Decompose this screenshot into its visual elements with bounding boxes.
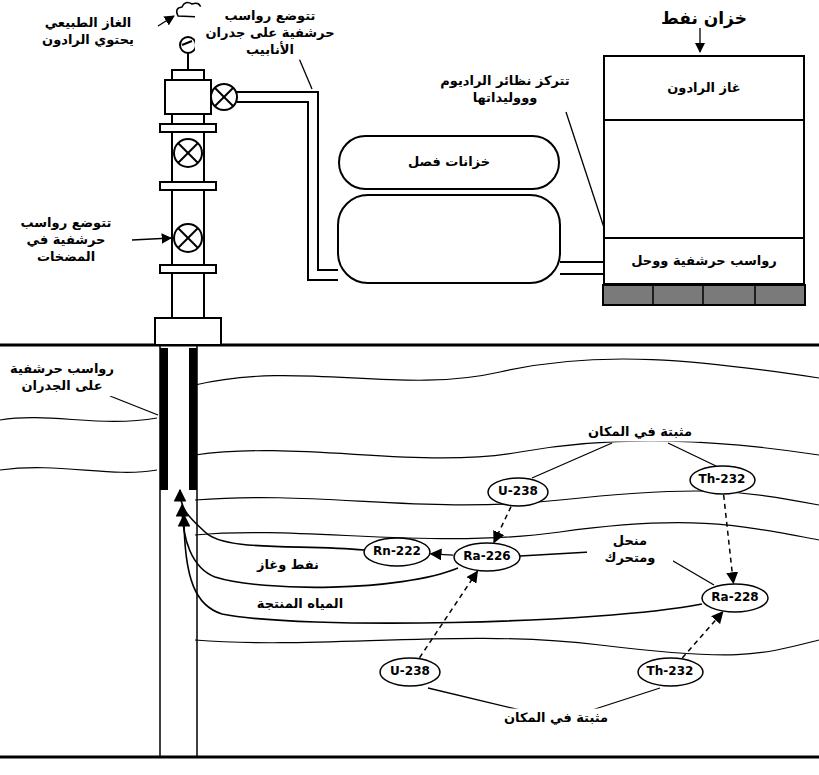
isotope-name: Ra-228 xyxy=(711,590,758,606)
bottom-line xyxy=(0,756,819,759)
isotope-name: U-238 xyxy=(390,664,430,680)
isotope-ellipse: Th-232 xyxy=(689,465,756,495)
isotope-name: Ra-226 xyxy=(463,549,510,565)
tank-sludge-layer: رواسب حرشفية ووحل xyxy=(605,237,803,283)
isotope-ellipse: Rn-222 xyxy=(363,537,431,567)
callout-label: الغاز الطبيعي يحتوي الرادون xyxy=(20,14,156,50)
tank-heading: خزان نفط xyxy=(605,7,803,29)
isotope-ellipse: Th-232 xyxy=(637,657,704,687)
callout-label: تتوضع رواسب حرشفية في المضخات xyxy=(3,214,129,267)
decay-arrow xyxy=(431,554,454,555)
isotope-name: Th-232 xyxy=(647,664,694,680)
callout-label: رواسب حرشفية على الجدران xyxy=(3,360,121,396)
isotope-ellipse: Ra-226 xyxy=(453,542,521,572)
decay-arrow xyxy=(494,507,511,543)
callout-label: منحل ومتحرك xyxy=(587,532,673,568)
decay-arrow xyxy=(682,612,722,658)
isotope-name: Rn-222 xyxy=(373,544,421,560)
decay-arrow xyxy=(724,495,734,583)
tank-gas-space: غاز الرادون xyxy=(605,57,803,121)
well-casing xyxy=(160,345,197,757)
isotope-ellipse: U-238 xyxy=(379,657,441,687)
separator-tank: خزانات فصل xyxy=(338,135,560,190)
oil-tank: خزان نفطغاز الرادونرواسب حرشفية ووحل xyxy=(603,55,805,285)
decay-arrow xyxy=(420,571,478,657)
isotope-name: Th-232 xyxy=(699,472,746,488)
node-text: خزانات فصل xyxy=(408,154,490,171)
strata-lines xyxy=(0,359,819,655)
callout-label: نفط وغاز xyxy=(248,556,328,575)
isotope-ellipse: Ra-228 xyxy=(701,583,769,613)
node-text: رواسب حرشفية ووحل xyxy=(631,253,777,270)
callout-label: تتركز نظائر الراديوم وووليداتها xyxy=(415,72,595,108)
migration-arrows xyxy=(180,490,702,623)
wellhead xyxy=(155,37,237,345)
callout-label: تتوضع رواسب حرشفية على جدران الأنابيب xyxy=(195,7,345,60)
callout-label: مثبتة في المكان xyxy=(496,709,616,728)
separator-lower xyxy=(338,195,560,283)
callout-label: مثبتة في المكان xyxy=(580,423,700,442)
node-text: غاز الرادون xyxy=(667,80,741,97)
isotope-ellipse: U-238 xyxy=(487,477,549,507)
ground-line xyxy=(0,344,819,347)
callout-label: المياه المنتجة xyxy=(245,595,355,614)
isotope-name: U-238 xyxy=(498,484,538,500)
